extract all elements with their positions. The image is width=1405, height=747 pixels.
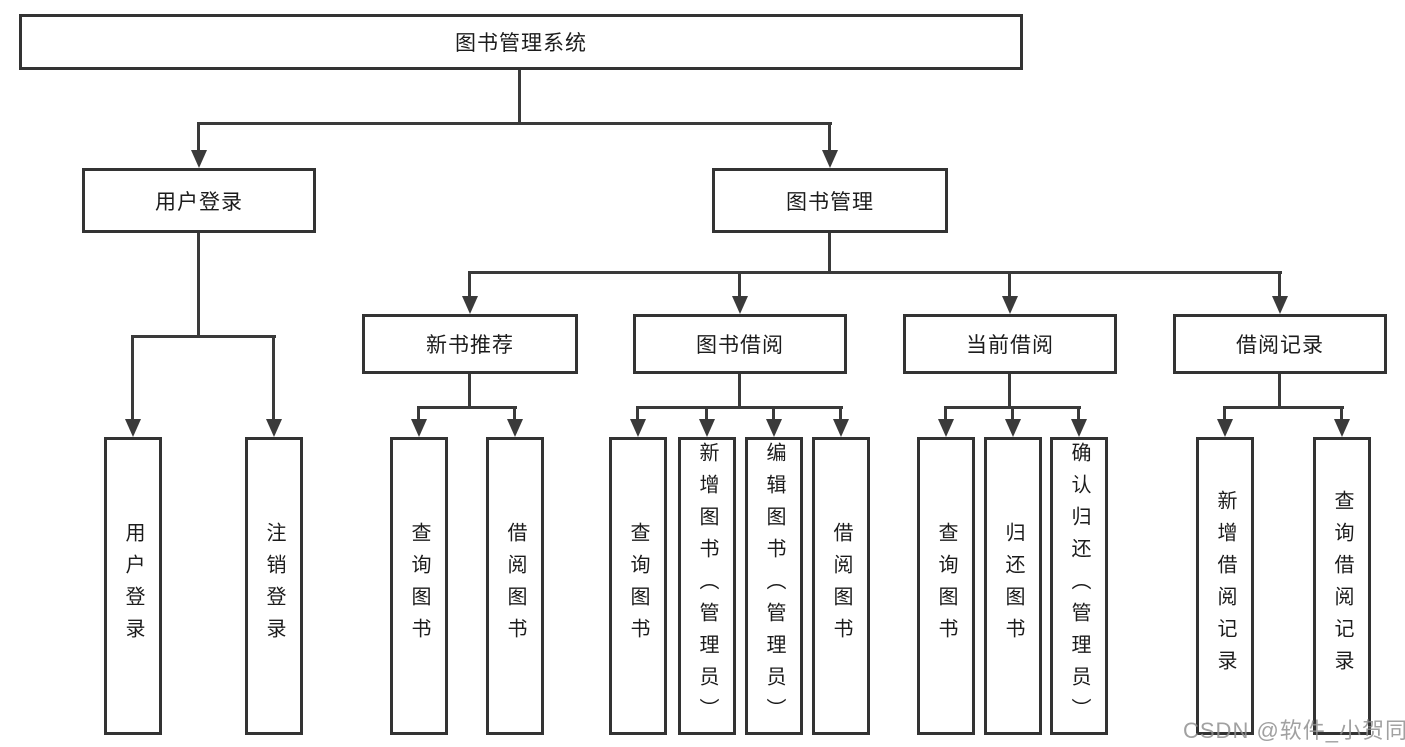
connector-line xyxy=(197,122,200,153)
leaf-label: 用户登录 xyxy=(122,522,144,650)
arrow-down-icon xyxy=(266,419,282,437)
leaf-label: 借阅图书 xyxy=(830,522,852,650)
arrow-down-icon xyxy=(507,419,523,437)
watermark: CSDN @软件_小贺同学 xyxy=(1183,718,1405,743)
connector-line xyxy=(705,406,708,421)
arrow-down-icon xyxy=(938,419,954,437)
arrow-down-icon xyxy=(1272,296,1288,314)
arrow-down-icon xyxy=(699,419,715,437)
leaf-label: 查询图书 xyxy=(627,522,649,650)
arrow-down-icon xyxy=(732,296,748,314)
node-label: 当前借阅 xyxy=(966,334,1054,357)
arrow-down-icon xyxy=(1005,419,1021,437)
leaf-query-books-borrowing: 查询图书 xyxy=(609,437,667,735)
node-label: 借阅记录 xyxy=(1236,334,1324,357)
connector-line xyxy=(513,406,516,421)
node-user-login: 用户登录 xyxy=(82,168,316,233)
connector-line xyxy=(738,374,741,409)
leaf-label: 查询图书 xyxy=(935,522,957,650)
connector-line xyxy=(469,271,1282,274)
connector-line xyxy=(636,406,639,421)
connector-line xyxy=(828,122,831,153)
leaf-label: 编辑图书（管理员） xyxy=(763,442,785,730)
connector-line xyxy=(417,406,420,421)
connector-line xyxy=(1008,374,1011,409)
connector-line xyxy=(131,335,134,421)
leaf-label: 借阅图书 xyxy=(504,522,526,650)
leaf-add-book-admin: 新增图书（管理员） xyxy=(678,437,736,735)
connector-line xyxy=(1008,271,1011,298)
connector-line xyxy=(1278,374,1281,409)
node-label: 图书借阅 xyxy=(696,334,784,357)
arrow-down-icon xyxy=(191,150,207,168)
connector-line xyxy=(1278,271,1281,298)
connector-line xyxy=(468,374,471,409)
leaf-query-books-current: 查询图书 xyxy=(917,437,975,735)
connector-line xyxy=(944,406,1081,409)
connector-line xyxy=(1340,406,1343,421)
leaf-query-borrow-record: 查询借阅记录 xyxy=(1313,437,1371,735)
connector-line xyxy=(637,406,843,409)
leaf-return-books: 归还图书 xyxy=(984,437,1042,735)
node-label: 图书管理系统 xyxy=(455,32,587,55)
connector-line xyxy=(839,406,842,421)
node-book-borrowing: 图书借阅 xyxy=(633,314,847,374)
connector-line xyxy=(944,406,947,421)
leaf-label: 新增图书（管理员） xyxy=(696,442,718,730)
leaf-borrow-books-recommend: 借阅图书 xyxy=(486,437,544,735)
leaf-label: 新增借阅记录 xyxy=(1214,490,1236,682)
arrow-down-icon xyxy=(630,419,646,437)
node-new-book-recommendation: 新书推荐 xyxy=(362,314,578,374)
node-label: 图书管理 xyxy=(786,190,874,214)
connector-line xyxy=(738,271,741,298)
node-label: 用户登录 xyxy=(155,190,243,214)
connector-line xyxy=(1223,406,1344,409)
arrow-down-icon xyxy=(411,419,427,437)
arrow-down-icon xyxy=(1071,419,1087,437)
leaf-label: 查询借阅记录 xyxy=(1331,490,1353,682)
arrow-down-icon xyxy=(1217,419,1233,437)
arrow-down-icon xyxy=(125,419,141,437)
leaf-label: 注销登录 xyxy=(263,522,285,650)
connector-line xyxy=(828,233,831,274)
arrow-down-icon xyxy=(462,296,478,314)
leaf-label: 查询图书 xyxy=(408,522,430,650)
leaf-user-login: 用户登录 xyxy=(104,437,162,735)
connector-line xyxy=(518,70,521,125)
node-current-borrowing: 当前借阅 xyxy=(903,314,1117,374)
connector-line xyxy=(132,335,276,338)
connector-line xyxy=(198,122,832,125)
arrow-down-icon xyxy=(766,419,782,437)
leaf-query-books-recommend: 查询图书 xyxy=(390,437,448,735)
leaf-add-borrow-record: 新增借阅记录 xyxy=(1196,437,1254,735)
leaf-label: 归还图书 xyxy=(1002,522,1024,650)
connector-line xyxy=(1011,406,1014,421)
leaf-confirm-return-admin: 确认归还（管理员） xyxy=(1050,437,1108,735)
arrow-down-icon xyxy=(1002,296,1018,314)
leaf-borrow-books-borrowing: 借阅图书 xyxy=(812,437,870,735)
node-library-management-system: 图书管理系统 xyxy=(19,14,1023,70)
leaf-logout: 注销登录 xyxy=(245,437,303,735)
node-label: 新书推荐 xyxy=(426,334,514,357)
node-borrowing-records: 借阅记录 xyxy=(1173,314,1387,374)
leaf-label: 确认归还（管理员） xyxy=(1068,442,1090,730)
connector-line xyxy=(272,335,275,421)
node-book-management: 图书管理 xyxy=(712,168,948,233)
connector-line xyxy=(468,271,471,298)
arrow-down-icon xyxy=(833,419,849,437)
connector-line xyxy=(1223,406,1226,421)
arrow-down-icon xyxy=(822,150,838,168)
connector-line xyxy=(772,406,775,421)
arrow-down-icon xyxy=(1334,419,1350,437)
connector-line xyxy=(197,233,200,338)
connector-line xyxy=(1077,406,1080,421)
connector-line xyxy=(418,406,517,409)
leaf-edit-book-admin: 编辑图书（管理员） xyxy=(745,437,803,735)
